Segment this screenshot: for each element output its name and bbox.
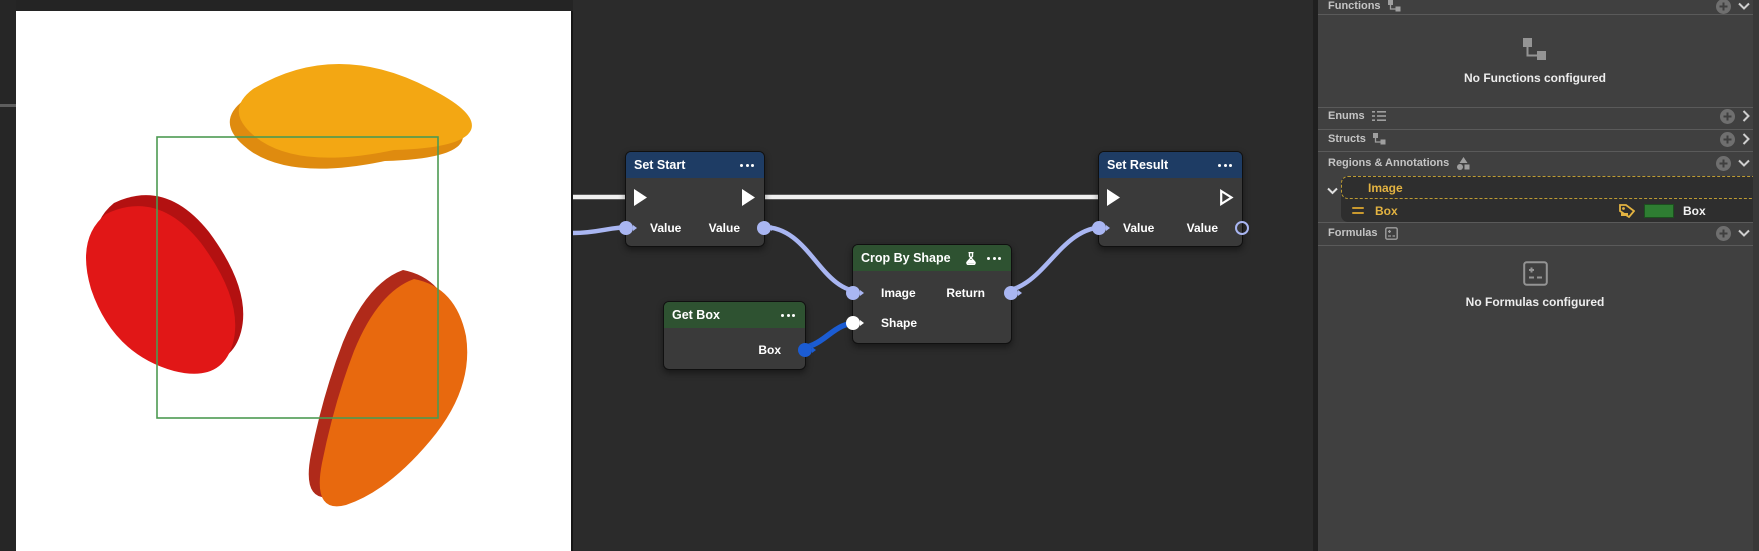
return-out-port[interactable] xyxy=(1004,286,1022,300)
divider xyxy=(1318,151,1759,152)
chevron-down-icon[interactable] xyxy=(1738,2,1750,10)
image-in-port[interactable] xyxy=(846,286,864,300)
regions-tree: Image Box Box xyxy=(1327,176,1759,222)
no-formulas-icon xyxy=(1522,261,1548,286)
value-in-label: Value xyxy=(1123,221,1155,235)
image-viewer xyxy=(16,11,573,551)
node-title: Set Start xyxy=(634,158,686,172)
exec-out-pin[interactable] xyxy=(1220,189,1234,206)
value-wire-start-to-crop xyxy=(762,224,864,295)
section-functions[interactable]: Functions xyxy=(1318,0,1759,17)
functions-icon xyxy=(1387,0,1401,12)
divider xyxy=(1318,222,1759,223)
no-formulas-text: No Formulas configured xyxy=(1465,295,1605,309)
node-get-box-header[interactable]: Get Box xyxy=(664,302,805,328)
formulas-empty-state: No Formulas configured xyxy=(1318,252,1752,318)
region-color-chip xyxy=(1644,203,1674,218)
region-chip-label: Box xyxy=(1683,203,1706,218)
node-menu-icon[interactable] xyxy=(985,255,1003,262)
section-enums[interactable]: Enums xyxy=(1318,105,1759,127)
exec-in-pin[interactable] xyxy=(1107,189,1121,206)
tree-item-image-label: Image xyxy=(1368,180,1403,195)
blob-orange xyxy=(308,270,468,507)
node-menu-icon[interactable] xyxy=(1216,162,1234,169)
image-in-label: Image xyxy=(881,286,916,300)
node-set-result[interactable]: Set Result Value Value xyxy=(1092,151,1249,247)
exec-in-pin[interactable] xyxy=(634,189,648,206)
tree-item-image[interactable]: Image xyxy=(1327,176,1759,199)
value-out-port[interactable] xyxy=(757,221,775,235)
box-out-port[interactable] xyxy=(798,343,816,357)
preview-image xyxy=(86,64,472,507)
node-title: Set Result xyxy=(1107,158,1169,172)
no-functions-icon xyxy=(1523,37,1546,60)
viewer-top-gap xyxy=(16,0,573,11)
add-enum-button[interactable] xyxy=(1720,108,1735,124)
value-out-label: Value xyxy=(708,221,740,235)
flask-icon xyxy=(965,251,977,265)
panel-resize-handle[interactable] xyxy=(0,104,16,107)
functions-empty-state: No Functions configured xyxy=(1318,15,1752,107)
section-enums-label: Enums xyxy=(1328,110,1365,122)
section-structs[interactable]: Structs xyxy=(1318,128,1759,150)
tag-icon xyxy=(1619,203,1635,218)
node-set-start-header[interactable]: Set Start xyxy=(626,152,764,178)
add-region-button[interactable] xyxy=(1716,155,1731,171)
value-out-port[interactable] xyxy=(1235,221,1249,235)
section-formulas-label: Formulas xyxy=(1328,227,1378,239)
section-formulas[interactable]: Formulas xyxy=(1318,222,1759,244)
value-out-label: Value xyxy=(1186,221,1218,235)
left-edge-strip xyxy=(0,0,16,551)
return-out-label: Return xyxy=(946,286,985,300)
blob-yellow xyxy=(229,64,472,169)
divider xyxy=(1318,129,1759,130)
tree-item-box-label: Box xyxy=(1375,203,1398,218)
box-annotation-outline xyxy=(156,136,439,419)
node-canvas[interactable]: Set Start Value Value Get Box Box C xyxy=(573,0,1313,551)
no-functions-text: No Functions configured xyxy=(1464,70,1606,85)
regions-icon xyxy=(1457,156,1470,170)
section-structs-label: Structs xyxy=(1328,133,1366,145)
divider xyxy=(1318,14,1759,15)
box-out-label: Box xyxy=(758,343,781,357)
box-region-icon xyxy=(1352,207,1364,214)
blob-red xyxy=(86,195,244,374)
section-functions-label: Functions xyxy=(1328,0,1381,12)
chevron-right-icon[interactable] xyxy=(1742,110,1750,122)
shape-in-port[interactable] xyxy=(846,316,864,330)
value-wire-crop-to-result xyxy=(996,224,1106,295)
value-in-port[interactable] xyxy=(1092,221,1110,235)
value-in-port[interactable] xyxy=(619,221,637,235)
node-title: Crop By Shape xyxy=(861,251,951,265)
chevron-right-icon[interactable] xyxy=(1742,133,1750,145)
add-formula-button[interactable] xyxy=(1716,225,1731,241)
node-menu-icon[interactable] xyxy=(738,162,756,169)
node-set-result-header[interactable]: Set Result xyxy=(1099,152,1242,178)
section-regions-label: Regions & Annotations xyxy=(1328,157,1450,169)
tree-item-box-value: Box xyxy=(1619,199,1706,222)
formulas-icon xyxy=(1384,226,1398,240)
add-struct-button[interactable] xyxy=(1720,131,1735,147)
exec-out-pin[interactable] xyxy=(742,189,756,206)
divider xyxy=(1318,107,1759,108)
section-regions[interactable]: Regions & Annotations xyxy=(1318,152,1759,174)
node-set-start[interactable]: Set Start Value Value xyxy=(619,151,775,247)
node-crop-by-shape-header[interactable]: Crop By Shape xyxy=(853,245,1011,271)
chevron-down-icon[interactable] xyxy=(1738,229,1750,237)
node-menu-icon[interactable] xyxy=(779,312,797,319)
value-in-label: Value xyxy=(650,221,682,235)
structs-icon xyxy=(1372,133,1386,145)
tree-item-box[interactable]: Box Box xyxy=(1341,199,1759,222)
node-get-box[interactable]: Get Box Box xyxy=(663,301,816,370)
panel-scrollbar[interactable] xyxy=(1753,0,1759,551)
shape-in-label: Shape xyxy=(881,316,918,330)
config-panel: Functions No Functions configured Enums xyxy=(1313,0,1759,551)
divider xyxy=(1318,245,1759,246)
node-title: Get Box xyxy=(672,308,720,322)
add-function-button[interactable] xyxy=(1716,0,1731,14)
enums-icon xyxy=(1371,111,1386,121)
node-crop-by-shape[interactable]: Crop By Shape Image Return Shape xyxy=(846,244,1022,344)
chevron-down-icon[interactable] xyxy=(1327,182,1338,200)
chevron-down-icon[interactable] xyxy=(1738,159,1750,167)
